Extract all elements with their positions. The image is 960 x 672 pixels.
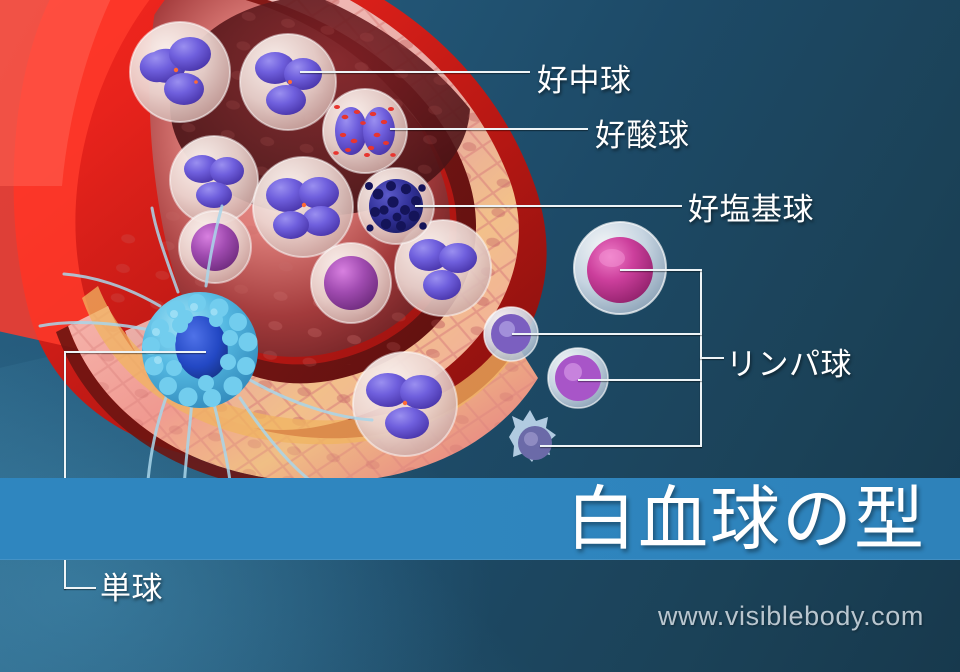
label-monocyte: 単球 [100,571,163,606]
lymphocyte-branch-4 [540,445,702,447]
label-eosinophil: 好酸球 [595,118,690,153]
leader-line-basophil [415,205,682,207]
lymphocyte-branch-1 [620,269,702,271]
lymphocyte-branch-3 [578,379,702,381]
cell-neutrophil [129,21,492,457]
source-url: www.visiblebody.com [658,601,924,631]
monocyte-bracket-stub [64,587,96,589]
cell-lymphocyte-free [483,221,667,462]
label-lymphocyte: リンパ球 [726,347,852,382]
monocyte-branch-top [64,351,206,353]
title-band [0,478,960,560]
label-basophil: 好塩基球 [688,192,814,227]
cell-basophil [357,167,435,245]
page-title: 白血球の型 [566,480,926,558]
monocyte-bracket-spine [64,351,66,589]
lymphocyte-bracket-stub [700,357,724,359]
label-neutrophil: 好中球 [537,63,632,98]
cell-monocyte [38,204,374,554]
leader-line-eosinophil [390,128,588,130]
cell-eosinophil [322,88,408,174]
lymphocyte-branch-2 [512,333,702,335]
leader-line-neutrophil [300,71,530,73]
cell-lymphocyte-in-vessel [178,210,392,324]
